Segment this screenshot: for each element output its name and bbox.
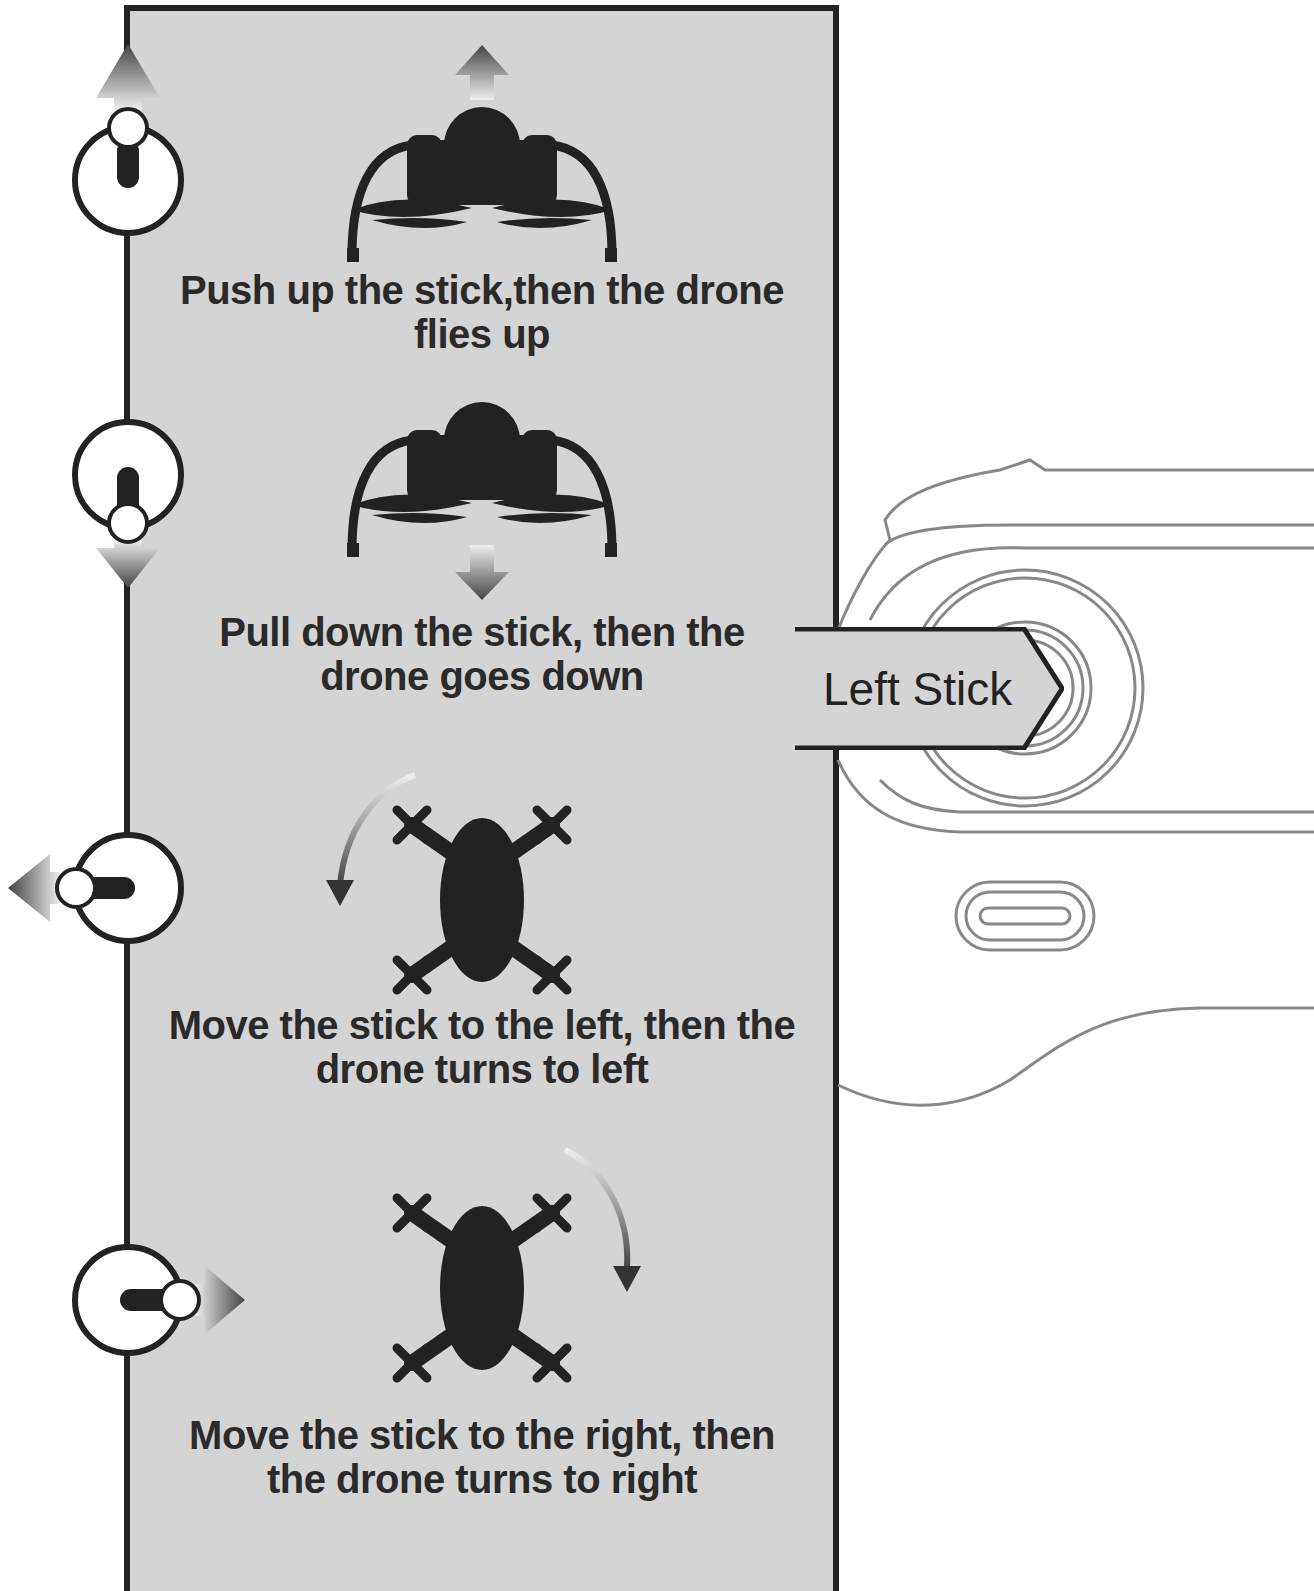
instruction-caption: Pull down the stick, then the drone goes… [162,610,802,698]
callout-tag: Left Stick [795,627,1064,750]
instruction-caption: Move the stick to the left, then the dro… [162,1003,802,1091]
instruction-caption: Move the stick to the right, then the dr… [162,1413,802,1501]
tag-shape [795,629,1064,748]
callout-text: Left Stick [795,662,1064,716]
instruction-caption: Push up the stick,then the drone flies u… [162,268,802,356]
